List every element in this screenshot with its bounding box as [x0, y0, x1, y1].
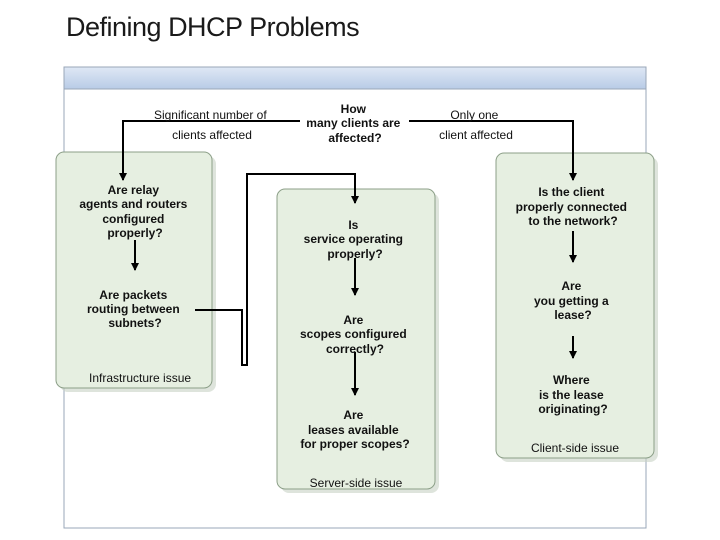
diagram-text-line: Is	[348, 218, 358, 232]
diagram-text-line: many clients are	[306, 116, 400, 130]
diagram-text-line: Are	[561, 279, 581, 293]
diagram-text-line: for proper scopes?	[300, 437, 409, 451]
diagram-text-line: client affected	[439, 128, 513, 142]
relay-agents-question: Are relay agents and routers configured …	[79, 183, 190, 240]
left-branch-label: Significant number of clients affected	[154, 108, 270, 142]
diagram-text-line: configured	[102, 212, 164, 226]
diagram-text-line: is the lease	[539, 388, 604, 402]
diagram-text-line: Are	[343, 408, 363, 422]
scopes-configured-question: Are scopes configured correctly?	[300, 313, 410, 356]
diagram-text-line: Are relay	[108, 183, 160, 197]
diagram-text-line: Are	[343, 313, 363, 327]
how-many-clients-question: How many clients are affected?	[306, 102, 403, 145]
connector-lines	[119, 120, 577, 396]
leases-available-question: Are leases available for proper scopes?	[300, 408, 409, 451]
packets-routing-question: Are packets routing between subnets?	[87, 288, 183, 330]
server-side-issue-label: Server-side issue	[310, 476, 403, 490]
diagram-text-line: service operating	[304, 232, 403, 246]
diagram-text-line: originating?	[538, 402, 607, 416]
diagram-text-line: properly?	[327, 247, 382, 261]
diagram-text-line: properly?	[107, 226, 162, 240]
diagram-text-line: lease?	[554, 308, 591, 322]
server-panel	[276, 188, 439, 493]
diagram-text-line: affected?	[328, 131, 381, 145]
diagram-text-line: How	[341, 102, 367, 116]
diagram-text-line: clients affected	[172, 128, 252, 142]
page-title: Defining DHCP Problems	[66, 12, 360, 42]
diagram-text-line: routing between	[87, 302, 180, 316]
diagram-text-line: agents and routers	[79, 197, 187, 211]
client-panel	[495, 152, 658, 462]
diagram-text-line: Is the client	[538, 185, 604, 199]
client-connected-question: Is the client properly connected to the …	[516, 185, 631, 228]
diagram-text-line: you getting a	[534, 294, 609, 308]
packets-to-service-line	[195, 173, 359, 366]
diagram-text-line: properly connected	[516, 200, 627, 214]
diagram-text-line: leases available	[308, 423, 399, 437]
diagram-text-line: scopes configured	[300, 327, 407, 341]
service-operating-question: Is service operating properly?	[304, 218, 407, 261]
diagram-text-line: Only one	[450, 108, 498, 122]
right-branch-label: Only one client affected	[439, 108, 513, 142]
diagram-text-line: Are packets	[99, 288, 167, 302]
diagram-text-line: subnets?	[108, 316, 161, 330]
left-branch-line	[119, 120, 300, 181]
right-branch-line	[409, 120, 577, 181]
frame-header-bar	[63, 66, 647, 90]
client-side-issue-label: Client-side issue	[531, 441, 619, 455]
diagram-text-line: Where	[553, 373, 590, 387]
getting-lease-question: Are you getting a lease?	[534, 279, 612, 322]
infrastructure-issue-label: Infrastructure issue	[89, 371, 191, 385]
diagram-text-line: Significant number of	[154, 108, 267, 122]
diagram-text-line: correctly?	[326, 342, 384, 356]
lease-origin-question: Where is the lease originating?	[538, 373, 607, 416]
diagram-text-line: to the network?	[528, 214, 617, 228]
